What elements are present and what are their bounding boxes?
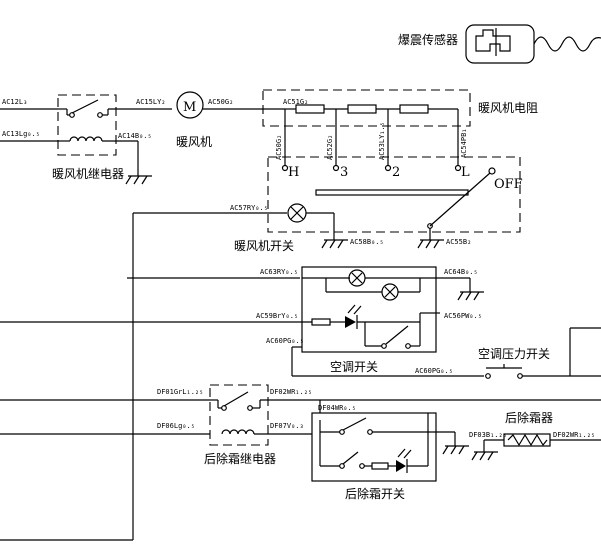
wire-label-ac50g: AC50G₂ [208, 98, 233, 106]
ac-switch-label: 空调开关 [330, 360, 378, 374]
wire-label-df04wr: DF04WR₀.₅ [318, 404, 356, 412]
blower-switch-label: 暖风机开关 [234, 239, 294, 253]
defroster: 后除霜器 DF03B₁.₂₅ DF02WR₁.₂₅ [469, 410, 601, 461]
wire-label-ac58b: AC58B₀.₅ [350, 238, 384, 246]
wire-label-df07v: DF07V₀.₃ [270, 422, 304, 430]
motor-symbol: M [183, 100, 196, 115]
ac-switch: AC63RY₀.₅ AC64B₀.₅ AC59BrY₀.₅ AC56PW₀. [0, 266, 484, 377]
blower-motor: AC15LY₂ M AC50G₂ 暖风机 [136, 91, 285, 149]
wire-label-df06lg: DF06Lg₀.₅ [157, 422, 195, 430]
defrost-switch: DF04WR₀.₅ 后除霜开关 [311, 400, 469, 501]
defrost-relay-label: 后除霜继电器 [204, 451, 276, 466]
switch-position-2: 2 [392, 165, 400, 180]
blower-resistor-label: 暖风机电阻 [478, 101, 538, 115]
wire-label-ac50g-v: AC50G₂ [275, 135, 283, 160]
switch-position-3: 3 [340, 165, 348, 180]
ac-pressure-switch-label: 空调压力开关 [478, 347, 550, 361]
wire-label-ac53ly: AC53LY₁.₅ [378, 122, 386, 160]
wire-label-ac56pw: AC56PW₀.₅ [444, 312, 482, 320]
wire-label-df02wr-a: DF02WR₁.₂₅ [270, 388, 312, 396]
wire-label-df02wr-b: DF02WR₁.₂₅ [553, 431, 595, 439]
knock-sensor: 爆震传感器 [398, 24, 601, 64]
wire-label-ac55b: AC55B₂ [446, 238, 471, 246]
wire-label-ac52g: AC52G₂ [326, 135, 334, 160]
wire-label-ac64b: AC64B₀.₅ [444, 268, 478, 276]
wire-label-df01grl: DF01GrL₁.₂₅ [157, 388, 203, 396]
defrost-relay: DF01GrL₁.₂₅ DF06Lg₀.₅ DF02WR₁.₂₅ DF07V₀.… [0, 384, 601, 466]
ac-pressure-switch: 空调压力开关 [478, 327, 601, 379]
wire-label-ac51g: AC51G₂ [283, 98, 308, 106]
switch-position-l: L [461, 165, 470, 180]
blower-motor-label: 暖风机 [176, 135, 212, 149]
wire-label-ac59bry: AC59BrY₀.₅ [256, 312, 298, 320]
wire-label-ac63ry: AC63RY₀.₅ [260, 268, 298, 276]
switch-position-h: H [288, 165, 299, 180]
defroster-label: 后除霜器 [505, 410, 553, 425]
wire-label-ac14b: AC14B₀.₅ [118, 132, 152, 140]
knock-sensor-label: 爆震传感器 [398, 32, 458, 47]
switch-position-off: OFF [494, 177, 523, 192]
wire-label-ac12l: AC12L₃ [2, 98, 27, 106]
blower-relay: AC12L₃ AC13Lg₀.₅ AC14B₀.₅ 暖风机继电器 [0, 94, 172, 185]
wire-label-ac15ly: AC15LY₂ [136, 98, 166, 106]
wire-label-ac57ry: AC57RY₀.₅ [230, 204, 268, 212]
defrost-switch-label: 后除霜开关 [345, 486, 405, 501]
blower-relay-label: 暖风机继电器 [52, 167, 124, 181]
wire-label-ac54pb: AC54PB₁ [460, 128, 468, 158]
wire-label-ac60pg-a: AC60PG₀.₅ [266, 337, 304, 345]
blower-resistor: AC51G₂ 暖风机电阻 AC50G₂ AC52G₂ AC53LY₁.₅ AC5… [262, 89, 538, 165]
wire-label-ac13lg: AC13Lg₀.₅ [2, 130, 40, 138]
wire-label-ac60pg-b: AC60PG₀.₅ [415, 367, 453, 375]
blower-switch: H 3 2 L OFF AC55B₂ AC57RY₀.₅ AC58B₀.₅ 暖风… [133, 156, 523, 253]
wire-label-df03b: DF03B₁.₂₅ [469, 431, 507, 439]
